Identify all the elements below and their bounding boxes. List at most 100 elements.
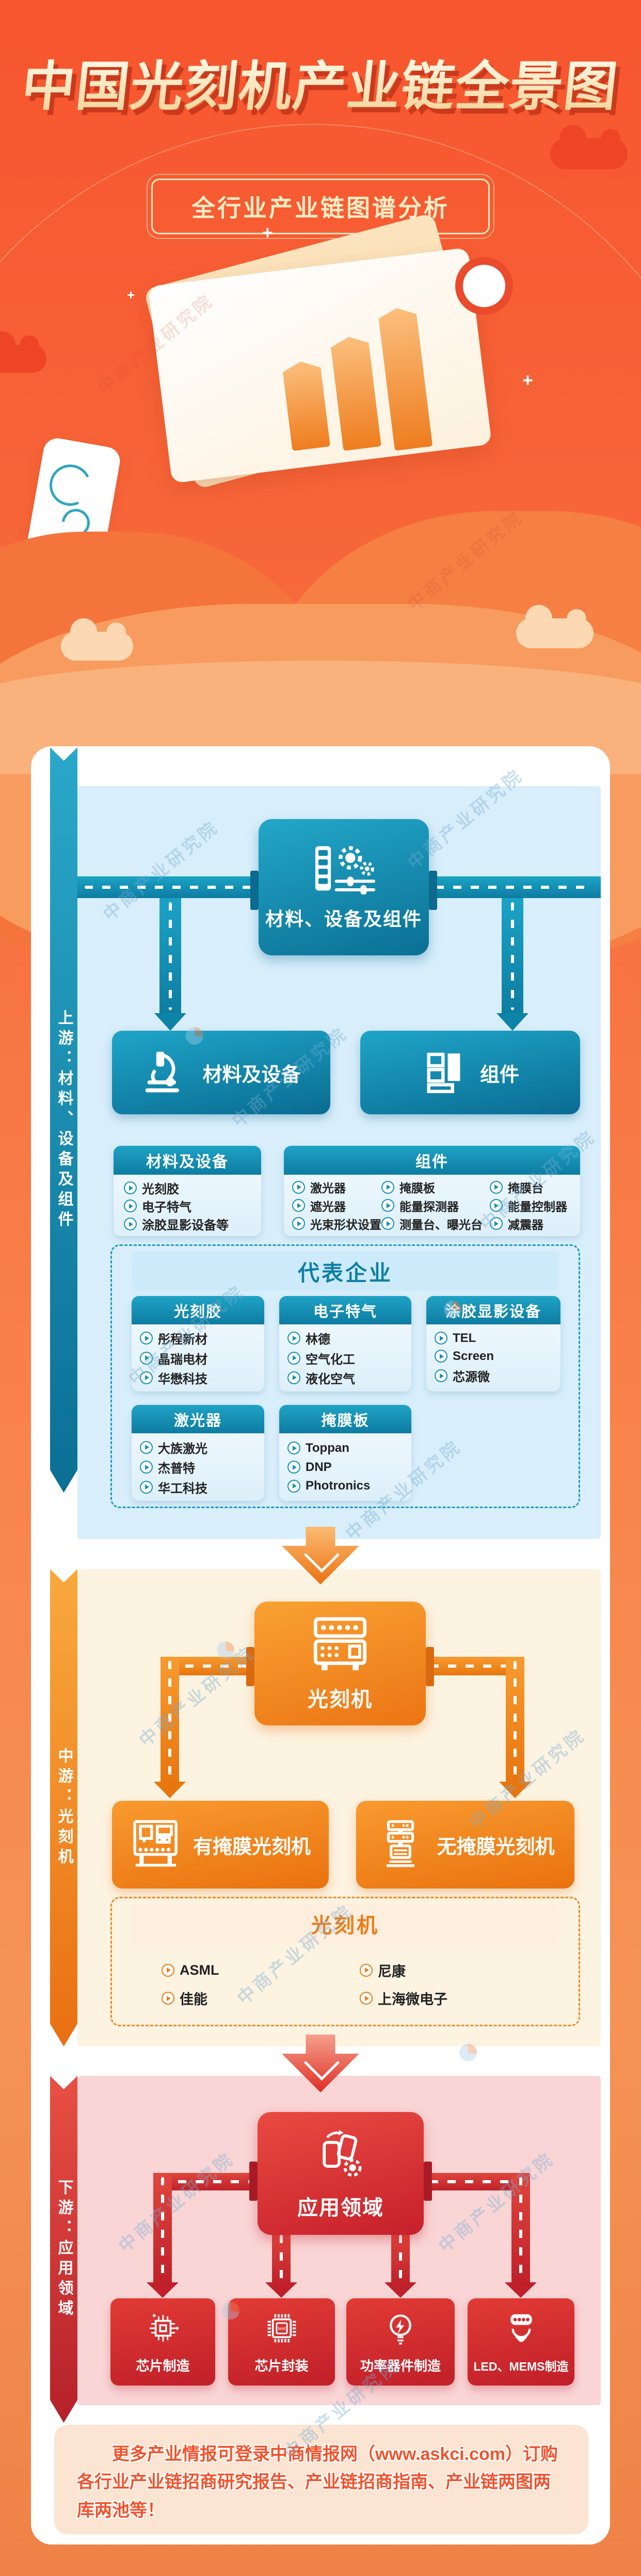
bullet-icon <box>489 1199 503 1212</box>
item-label: DNP <box>306 1460 332 1474</box>
rep-card-mask: 掩膜板 Toppan DNP Photronics <box>279 1405 411 1501</box>
list-item: 光束形状设置 <box>292 1215 381 1233</box>
branch-maskless-litho: 无掩膜光刻机 <box>356 1801 574 1889</box>
rep-panel-title: 光刻机 <box>132 1904 559 1943</box>
list-item: 晶瑞电材 <box>140 1349 256 1367</box>
item-label: 掩膜台 <box>507 1181 543 1195</box>
list-item: 华懋科技 <box>140 1369 256 1387</box>
materials-equipment-icon <box>299 844 388 897</box>
app-chip-packaging: test 芯片封装 <box>228 2298 335 2386</box>
bullet-icon <box>292 1199 305 1212</box>
bullet-icon <box>124 1181 137 1194</box>
list-item: DNP <box>287 1460 403 1475</box>
connector-stem <box>272 2231 291 2284</box>
card-header: 材料及设备 <box>114 1146 261 1175</box>
app-power-device: 功率器件制造 <box>346 2298 455 2386</box>
microscope-icon <box>141 1047 191 1099</box>
list-item: 电子特气 <box>124 1197 251 1215</box>
maskless-litho-icon <box>376 1819 425 1871</box>
branch-label: 有掩膜光刻机 <box>193 1836 311 1858</box>
connector-dash <box>511 902 514 1010</box>
item-label: 光刻胶 <box>142 1182 179 1196</box>
bullet-icon <box>140 1351 153 1365</box>
bullet-icon <box>489 1180 503 1194</box>
item-label: 测量台、曝光台 <box>399 1218 483 1231</box>
bullet-icon <box>287 1332 300 1345</box>
card-materials-equipment: 材料及设备 光刻胶 电子特气 涂胶显影设备等 <box>114 1146 261 1236</box>
upstream-ribbon-label: 上游：材料、设备及组件 <box>55 1009 73 1231</box>
bullet-icon <box>287 1351 300 1365</box>
card-body: Toppan DNP Photronics <box>279 1433 411 1501</box>
chip-icon <box>145 2310 182 2349</box>
downstream-ribbon: 下游：应用领域 <box>50 2076 77 2423</box>
upstream-ribbon: 上游：材料、设备及组件 <box>50 747 77 1493</box>
bullet-icon <box>162 1963 174 1977</box>
lithography-machine-icon <box>302 1615 378 1675</box>
decor-cloud <box>550 125 628 169</box>
decor-ring <box>455 257 513 315</box>
upstream-section: 材料、设备及组件 材料及设备 <box>77 786 601 1539</box>
item-label: 晶瑞电材 <box>158 1352 207 1367</box>
page-title: 中国光刻机产业链全景图 中国光刻机产业链全景图 <box>0 43 641 152</box>
list-item: Photronics <box>287 1479 403 1493</box>
card-body: TEL Screen 芯源微 <box>426 1324 560 1391</box>
card-body: 林德 空气化工 液化空气 <box>279 1324 411 1391</box>
item-label: 彤程新材 <box>158 1333 207 1347</box>
branch-components: 组件 <box>360 1031 580 1114</box>
bullet-icon <box>140 1480 153 1494</box>
card-header: 激光器 <box>132 1405 264 1433</box>
app-label: 芯片封装 <box>254 2358 309 2374</box>
masked-litho-icon <box>130 1818 182 1872</box>
rep-card-photoresist: 光刻胶 彤程新材 晶瑞电材 华懋科技 <box>132 1296 264 1391</box>
arrowhead-down <box>265 2282 297 2298</box>
rep-card-coater-developer: 涂胶显影设备 TEL Screen 芯源微 <box>426 1296 560 1391</box>
branch-label: 组件 <box>479 1064 519 1086</box>
arrowhead-down <box>496 1013 528 1031</box>
bullet-icon <box>292 1217 305 1230</box>
bullet-icon <box>140 1441 153 1454</box>
downstream-node: 应用领域 <box>249 2112 432 2235</box>
item-label: 光束形状设置 <box>310 1218 381 1231</box>
list-item: 空气化工 <box>287 1349 403 1367</box>
item-label: 掩膜板 <box>399 1181 435 1195</box>
connector-stub <box>424 2162 432 2201</box>
bullet-icon <box>287 1461 300 1474</box>
decor-cloud <box>61 618 133 661</box>
content-panel: 材料、设备及组件 材料及设备 <box>31 746 610 2545</box>
item-label: TEL <box>453 1331 476 1345</box>
arrowhead-down <box>505 2282 537 2298</box>
item-label: 杰普特 <box>158 1462 195 1476</box>
connector-stub <box>426 1647 434 1686</box>
list-item: 掩膜板 <box>381 1178 490 1196</box>
connector-stem <box>159 898 181 1014</box>
bullet-icon <box>287 1371 300 1384</box>
midstream-ribbon: 中游：光刻机 <box>50 1569 77 2046</box>
bullet-icon <box>435 1369 447 1383</box>
card-body: 大族激光 杰普特 华工科技 <box>132 1433 264 1501</box>
components-icon <box>421 1048 469 1098</box>
bullet-icon <box>360 1992 373 2005</box>
arrowhead-down <box>147 2282 179 2298</box>
list-item: 大族激光 <box>140 1438 256 1457</box>
item-label: 减震器 <box>507 1218 543 1231</box>
list-item: 光刻胶 <box>124 1179 251 1197</box>
bullet-icon <box>435 1350 447 1363</box>
arrowhead-down <box>154 1013 186 1031</box>
branch-label: 材料及设备 <box>202 1064 301 1086</box>
item-label: 能量探测器 <box>399 1199 459 1213</box>
connector-stem <box>506 1657 524 1784</box>
card-header: 掩膜板 <box>279 1405 411 1433</box>
branch-label: 无掩膜光刻机 <box>437 1836 555 1858</box>
rep-card-laser: 激光器 大族激光 杰普特 华工科技 <box>132 1405 264 1501</box>
item-label: Photronics <box>306 1479 371 1493</box>
upstream-rep-panel: 代表企业 光刻胶 彤程新材 晶瑞电材 华懋科技 电子特气 林德 空气化工 液化空… <box>110 1244 580 1508</box>
bullet-icon <box>381 1199 394 1212</box>
list-item: TEL <box>435 1331 552 1346</box>
list-item: Screen <box>435 1349 552 1364</box>
app-label: LED、MEMS制造 <box>473 2360 569 2373</box>
subtitle-badge-label: 全行业产业链图谱分析 <box>191 195 450 221</box>
arrowhead-down <box>499 1782 531 1798</box>
app-label: 功率器件制造 <box>360 2358 441 2374</box>
list-item: 能量控制器 <box>489 1197 572 1214</box>
